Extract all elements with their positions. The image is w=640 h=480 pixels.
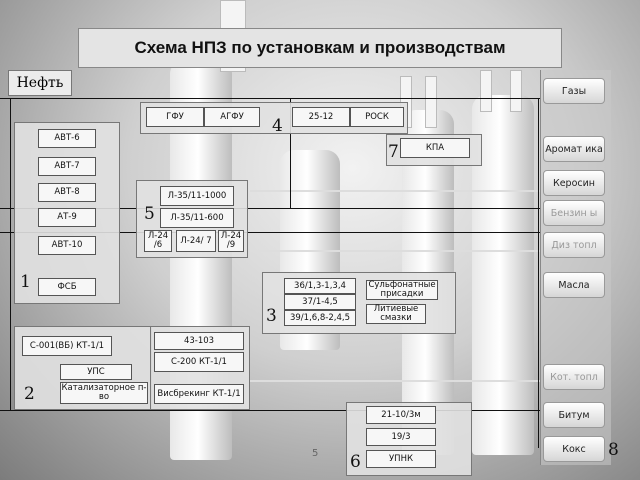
product-diesel: Диз топл [543, 232, 605, 258]
unit-25-12: 25-12 [292, 107, 350, 127]
unit-rosk: РОСК [350, 107, 404, 127]
unit-ups: УПС [60, 364, 132, 380]
group-number-5: 5 [144, 204, 155, 224]
unit-agfu: АГФУ [204, 107, 260, 127]
unit-avt-8: АВТ-8 [38, 183, 96, 202]
page-number: 5 [312, 448, 319, 459]
unit-kpa: КПА [400, 138, 470, 158]
pipe-3 [480, 70, 492, 112]
flow-line-3 [0, 410, 540, 411]
product-boiler-fuel: Кот. топл [543, 364, 605, 390]
unit-l-35-11-1000: Л-35/11-1000 [160, 186, 234, 206]
unit-43-103: 43-103 [154, 332, 244, 350]
product-kerosene: Керосин [543, 170, 605, 196]
unit-39-1: 39/1,6,8-2,4,5 [284, 310, 356, 326]
unit-visbreaking: Висбрекинг КТ-1/1 [154, 384, 244, 404]
product-coke: Кокс [543, 436, 605, 462]
product-gasoline: Бензин ы [543, 200, 605, 226]
railing-2 [250, 250, 540, 252]
unit-19-3: 19/3 [366, 428, 436, 446]
unit-catalyst-production: Катализаторное п-во [60, 382, 148, 404]
pipe-2 [425, 76, 437, 128]
unit-upnk: УПНК [366, 450, 436, 468]
flow-line-vert-2 [290, 98, 291, 208]
product-aromatics: Аромат ика [543, 136, 605, 162]
oil-label: Нефть [8, 70, 72, 96]
unit-sulfonate-additives: Сульфонатные присадки [366, 280, 438, 300]
pipe-4 [510, 70, 522, 112]
flow-line-oil [0, 98, 540, 99]
group-number-8: 8 [608, 440, 619, 460]
unit-avt-10: АВТ-10 [38, 236, 96, 255]
group-number-4: 4 [272, 116, 283, 136]
flow-line-vert-1 [10, 98, 11, 410]
tower-right [472, 95, 534, 455]
unit-at-9: АТ-9 [38, 208, 96, 227]
unit-s-001: С-001(ВБ) КТ-1/1 [22, 336, 112, 356]
product-gases: Газы [543, 78, 605, 104]
group-number-3: 3 [266, 306, 277, 326]
unit-l-24-6: Л-24 /6 [144, 230, 172, 252]
unit-avt-7: АВТ-7 [38, 157, 96, 176]
flow-line-1 [0, 208, 540, 209]
railing-1 [250, 190, 540, 192]
product-bitumen: Битум [543, 402, 605, 428]
railing-3 [250, 380, 540, 382]
unit-l-24-9: Л-24 /9 [218, 230, 244, 252]
unit-l-24-7: Л-24/ 7 [176, 230, 216, 252]
unit-gfu: ГФУ [146, 107, 204, 127]
unit-avt-6: АВТ-6 [38, 129, 96, 148]
unit-36-1: 36/1,3-1,3,4 [284, 278, 356, 294]
flow-line-2 [0, 232, 540, 233]
unit-fsb: ФСБ [38, 278, 96, 296]
unit-l-35-11-600: Л-35/11-600 [160, 208, 234, 228]
page-title: Схема НПЗ по установкам и производствам [78, 28, 562, 68]
products-column [540, 70, 611, 465]
unit-21-10-3m: 21-10/3м [366, 406, 436, 424]
unit-lithium-greases: Литиевые смазки [366, 304, 426, 324]
unit-37-1: 37/1-4,5 [284, 294, 356, 310]
flow-line-vert-3 [538, 98, 539, 448]
unit-s-200: С-200 КТ-1/1 [154, 352, 244, 372]
group-number-1: 1 [20, 272, 31, 292]
group-number-6: 6 [350, 452, 361, 472]
product-oils: Масла [543, 272, 605, 298]
group-number-7: 7 [388, 142, 399, 162]
group-number-2: 2 [24, 384, 35, 404]
